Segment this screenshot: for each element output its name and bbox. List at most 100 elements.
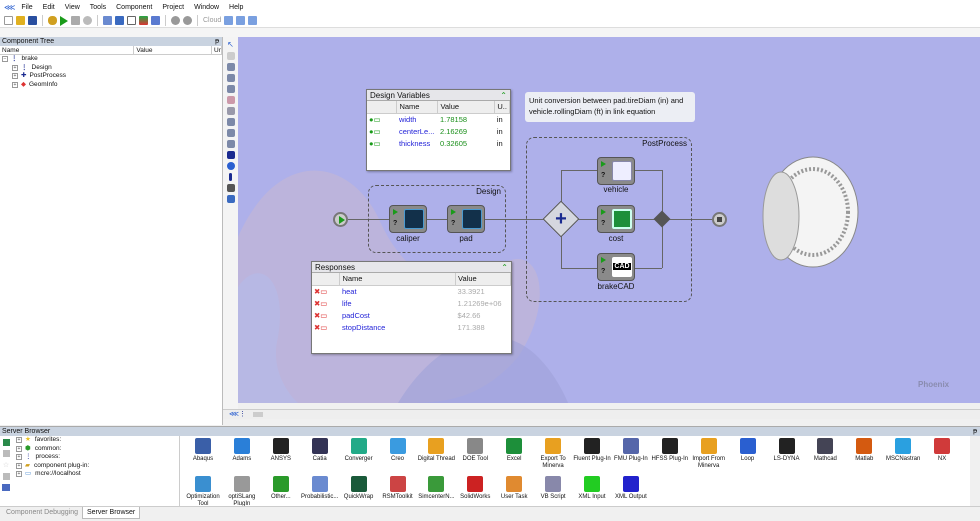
- user-icon[interactable]: [2, 450, 10, 457]
- save-icon[interactable]: [28, 16, 37, 25]
- cloud-download-icon[interactable]: [248, 16, 258, 25]
- component-user-task[interactable]: User Task: [494, 476, 534, 501]
- component-probabilistic[interactable]: Probabilistic...: [300, 476, 340, 501]
- column-value[interactable]: Value: [455, 273, 511, 286]
- chart-icon[interactable]: [103, 16, 112, 25]
- zoom-fit-icon[interactable]: [226, 85, 235, 93]
- component-ls-dyna[interactable]: LS-DYNA: [767, 438, 807, 463]
- component-rsmtoolkit[interactable]: RSMToolkit: [378, 476, 418, 501]
- server-tree-node[interactable]: +★favorites:: [12, 436, 179, 445]
- component-other[interactable]: Other...: [261, 476, 301, 501]
- menu-project[interactable]: Project: [162, 3, 185, 11]
- column-name[interactable]: Name: [0, 46, 135, 54]
- component-optislang-plugin[interactable]: optiSLang PlugIn: [222, 476, 262, 508]
- tab-component-debugging[interactable]: Component Debugging: [6, 509, 78, 516]
- column-units[interactable]: U..: [494, 101, 510, 114]
- component-matlab[interactable]: Matlab: [844, 438, 884, 463]
- brake-rotor-geometry[interactable]: [753, 152, 868, 272]
- pointer-icon[interactable]: ↖: [227, 40, 234, 49]
- menu-component[interactable]: Component: [116, 3, 153, 11]
- collapse-icon[interactable]: −: [2, 56, 8, 63]
- cloud-label[interactable]: Cloud: [203, 17, 222, 24]
- condition-icon[interactable]: [226, 184, 235, 192]
- component-xml-output[interactable]: XML Output: [611, 476, 651, 501]
- component-xml-input[interactable]: XML Input: [572, 476, 612, 501]
- tree-node-design[interactable]: +⋮Design: [0, 64, 222, 73]
- component-hfss-plug-in[interactable]: HFSS Plug-In: [650, 438, 690, 463]
- menu-view[interactable]: View: [64, 3, 80, 11]
- wrench-icon[interactable]: [226, 118, 235, 126]
- component-optimization-tool[interactable]: Optimization Tool: [183, 476, 223, 508]
- tree-node-postprocess[interactable]: +✚PostProcess: [0, 72, 222, 81]
- component-import-from-minerva[interactable]: Import From Minerva: [689, 438, 729, 470]
- column-name[interactable]: Name: [396, 101, 439, 114]
- remove-circle-icon[interactable]: [183, 16, 192, 25]
- diamond-icon[interactable]: [226, 140, 235, 148]
- component-simcentern[interactable]: SimcenterN...: [416, 476, 456, 501]
- var-value[interactable]: 1.78158: [439, 114, 468, 124]
- heatmap-icon[interactable]: [139, 16, 148, 25]
- process-view-icon[interactable]: ⋮: [239, 411, 246, 418]
- component-quickwrap[interactable]: QuickWrap: [339, 476, 379, 501]
- pin-icon[interactable]: ᵽ: [215, 38, 219, 45]
- expand-icon[interactable]: +: [12, 64, 18, 71]
- histogram-icon[interactable]: [151, 16, 160, 25]
- expand-icon[interactable]: +: [12, 73, 18, 80]
- server-tree-node[interactable]: +▰component plug-in:: [12, 462, 179, 471]
- link-icon[interactable]: [48, 16, 57, 25]
- component-mathcad[interactable]: Mathcad: [805, 438, 845, 463]
- pin-icon[interactable]: ᵽ: [973, 428, 977, 435]
- loop-icon[interactable]: [226, 162, 235, 170]
- tab-server-browser[interactable]: Server Browser: [82, 507, 141, 519]
- component-excel[interactable]: Excel: [494, 438, 534, 463]
- view-icon[interactable]: [2, 484, 10, 491]
- scrollbar[interactable]: [253, 412, 263, 417]
- component-mscnastran[interactable]: MSCNastran: [883, 438, 923, 463]
- node-brakecad[interactable]: ?CAD: [597, 253, 635, 281]
- collapse-icon[interactable]: ⌃: [500, 91, 507, 100]
- node-caliper[interactable]: ?: [389, 205, 427, 233]
- component-nx[interactable]: NX: [922, 438, 962, 463]
- component-creo[interactable]: Creo: [378, 438, 418, 463]
- group-postprocess[interactable]: PostProcess: [526, 137, 692, 302]
- component-digital-thread[interactable]: Digital Thread: [416, 438, 456, 463]
- component-adams[interactable]: Adams: [222, 438, 262, 463]
- component-catia[interactable]: Catia: [300, 438, 340, 463]
- expand-icon[interactable]: +: [16, 462, 22, 469]
- workflow-canvas[interactable]: Design PostProcess ? caliper ? pad + ? v…: [238, 37, 980, 403]
- component-solidworks[interactable]: SolidWorks: [455, 476, 495, 501]
- link-tool-icon[interactable]: [226, 52, 235, 60]
- component-loop[interactable]: Loop: [728, 438, 768, 463]
- start-button[interactable]: [333, 212, 348, 227]
- component-abaqus[interactable]: Abaqus: [183, 438, 223, 463]
- note-annotation[interactable]: Unit conversion between pad.tireDiam (in…: [525, 92, 695, 122]
- grid-icon[interactable]: [226, 96, 235, 104]
- node-cost[interactable]: ?: [597, 205, 635, 233]
- cloud-monitor-icon[interactable]: [236, 16, 246, 25]
- zoom-out-icon[interactable]: [226, 74, 235, 82]
- parallel-icon[interactable]: [226, 151, 235, 159]
- collapse-icon[interactable]: ⌃: [501, 263, 508, 272]
- table-row[interactable]: ✖▭padCost$42.66: [312, 309, 511, 321]
- tools-icon[interactable]: [2, 473, 10, 480]
- node-vehicle[interactable]: ?: [597, 157, 635, 185]
- component-vb-script[interactable]: VB Script: [533, 476, 573, 501]
- zoom-in-icon[interactable]: [226, 63, 235, 71]
- menu-tools[interactable]: Tools: [89, 3, 107, 11]
- server-tree-node[interactable]: +⋮process:: [12, 453, 179, 462]
- expand-icon[interactable]: +: [16, 471, 22, 478]
- tree-node-brake[interactable]: −⋮brake: [0, 55, 222, 64]
- stop-node[interactable]: [712, 212, 727, 227]
- add-server-icon[interactable]: [2, 439, 10, 446]
- open-icon[interactable]: [16, 16, 25, 25]
- box-icon[interactable]: [127, 16, 136, 25]
- var-value[interactable]: 2.16269: [439, 126, 468, 136]
- var-value[interactable]: 0.32605: [439, 138, 468, 148]
- expand-icon[interactable]: +: [16, 454, 22, 461]
- layout-icon[interactable]: [226, 107, 235, 115]
